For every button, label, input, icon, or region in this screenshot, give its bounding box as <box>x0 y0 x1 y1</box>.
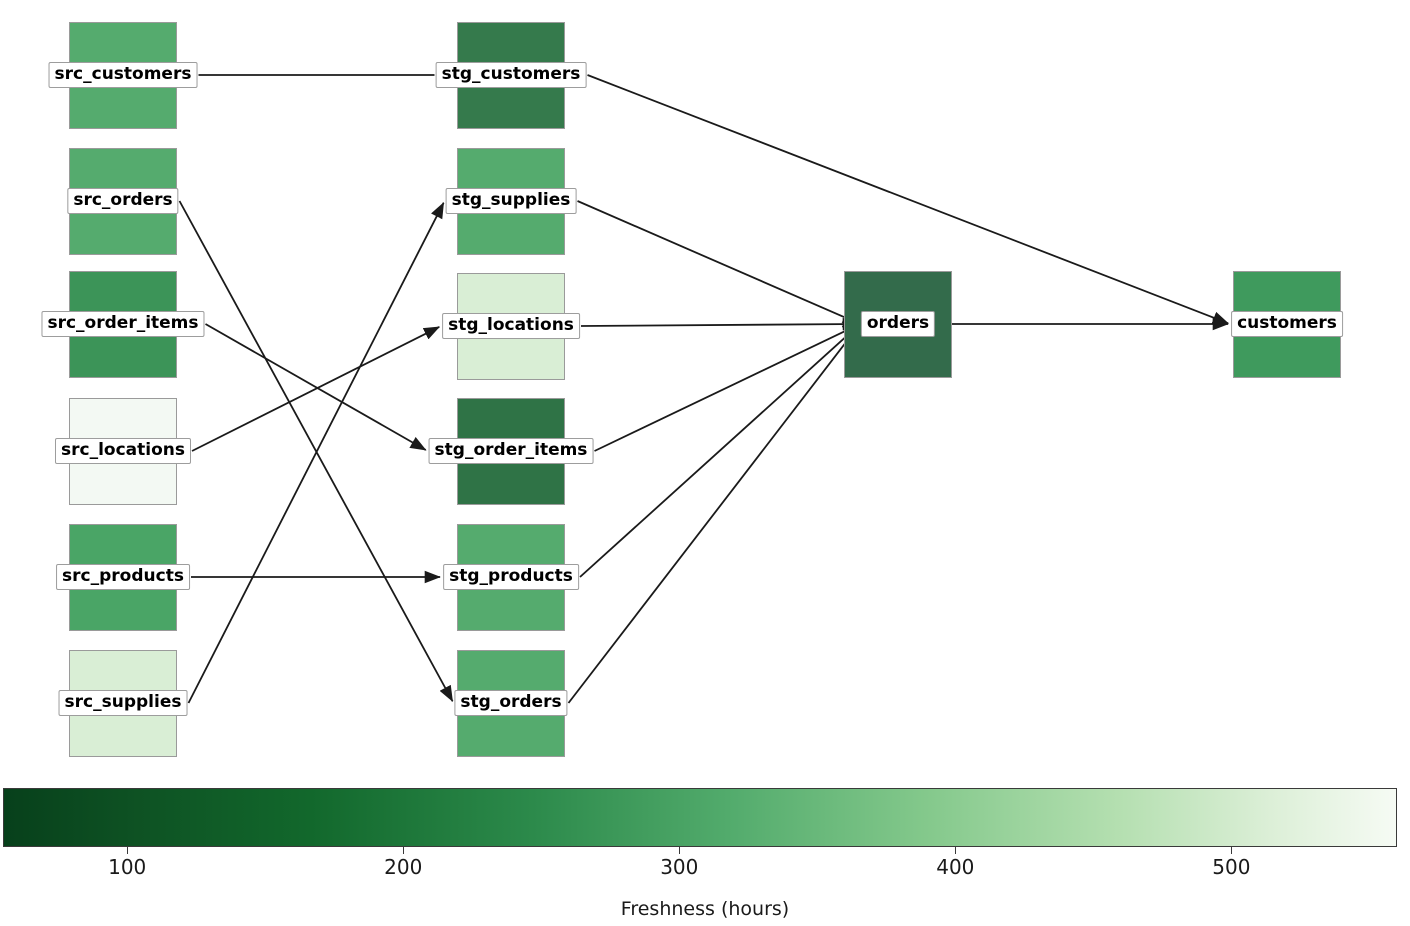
edge-src_order_items-to-stg_order_items <box>205 323 427 451</box>
node-label-stg_locations[interactable]: stg_locations <box>442 313 580 339</box>
edge-stg_order_items-to-orders <box>594 324 860 452</box>
colorbar-ticklabel-400: 400 <box>936 855 975 879</box>
colorbar-gradient <box>3 788 1397 847</box>
edge-src_orders-to-stg_orders <box>178 200 454 703</box>
node-label-src_orders[interactable]: src_orders <box>67 188 179 214</box>
colorbar-ticklabel-100: 100 <box>108 855 147 879</box>
node-label-stg_supplies[interactable]: stg_supplies <box>445 188 577 214</box>
node-label-src_supplies[interactable]: src_supplies <box>58 690 188 716</box>
colorbar-ticklabel-300: 300 <box>660 855 699 879</box>
colorbar-tick-300 <box>679 847 681 854</box>
colorbar-ticklabel-200: 200 <box>384 855 423 879</box>
node-label-customers[interactable]: customers <box>1231 311 1343 337</box>
node-label-src_order_items[interactable]: src_order_items <box>41 311 205 337</box>
node-label-src_locations[interactable]: src_locations <box>55 438 191 464</box>
colorbar-ticklabel-500: 500 <box>1212 855 1251 879</box>
node-label-orders[interactable]: orders <box>860 311 936 337</box>
node-label-stg_order_items[interactable]: stg_order_items <box>428 438 594 464</box>
edge-stg_orders-to-orders <box>567 324 860 704</box>
colorbar-tick-200 <box>403 847 405 854</box>
freshness-colorbar: 100 200 300 400 500 <box>3 788 1397 879</box>
edge-stg_locations-to-orders <box>580 317 859 331</box>
colorbar-axis-label: Freshness (hours) <box>620 898 790 920</box>
node-label-stg_orders[interactable]: stg_orders <box>454 690 568 716</box>
node-label-stg_customers[interactable]: stg_customers <box>435 62 587 88</box>
node-label-src_products[interactable]: src_products <box>56 564 190 590</box>
colorbar-tick-400 <box>955 847 957 854</box>
edge-stg_supplies-to-orders <box>577 200 859 325</box>
edge-stg_products-to-orders <box>579 324 860 578</box>
edge-src_supplies-to-stg_supplies <box>187 201 445 704</box>
node-label-stg_products[interactable]: stg_products <box>443 564 579 590</box>
colorbar-tick-500 <box>1231 847 1233 854</box>
colorbar-tick-100 <box>127 847 129 854</box>
edge-src_locations-to-stg_locations <box>191 326 441 452</box>
node-label-src_customers[interactable]: src_customers <box>48 62 198 88</box>
edge-group <box>178 74 1229 704</box>
